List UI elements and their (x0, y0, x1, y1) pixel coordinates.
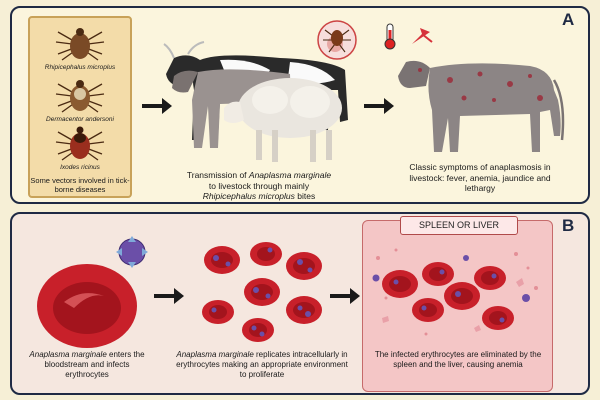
arrow-right-icon (364, 98, 394, 114)
transmission-prefix: Transmission of (186, 170, 249, 180)
panel-b-letter: B (562, 216, 575, 235)
arrow-right-icon (154, 288, 184, 304)
tick-label-2: Dermacentor andersoni (46, 116, 114, 123)
step2-text: replicates intracellularly in erythrocyt… (176, 350, 348, 379)
thermometer-icon (384, 23, 396, 50)
symptoms-caption: Classic symptoms of anaplasmosis in live… (409, 162, 551, 194)
spleen-liver-title: SPLEEN OR LIVER (400, 216, 518, 235)
transmission-suffix: bites (294, 191, 316, 202)
tick-ixodes-icon (55, 126, 105, 161)
transmission-line2: to livestock through mainly (208, 180, 310, 191)
step1-species: Anaplasma marginale (29, 350, 107, 359)
transmission-species: Anaplasma marginale (248, 170, 332, 180)
transmission-vector-species: Rhipicephalus microplus (202, 191, 295, 202)
tick-label-1: Rhipicephalus microplus (44, 64, 116, 71)
livestock-group-icon (163, 41, 348, 162)
tick-label-3: Ixodes ricinus (60, 164, 100, 171)
panel-a-letter: A (562, 10, 575, 29)
tick-magnifier-icon (317, 20, 357, 60)
transmission-caption: Transmission of Anaplasma marginale to l… (180, 170, 338, 202)
tick-rhipicephalus-icon (55, 28, 105, 61)
fly-icon (412, 28, 433, 44)
infected-erythrocytes-icon (202, 242, 322, 342)
step2-caption: Anaplasma marginale replicates intracell… (174, 350, 350, 380)
sick-cow-icon (398, 60, 565, 152)
arrow-right-icon (330, 288, 360, 304)
vectors-caption: Some vectors involved in tick-borne dise… (30, 176, 130, 195)
arrow-right-icon (142, 98, 172, 114)
eliminated-erythrocytes-icon (372, 248, 538, 336)
step3-caption: The infected erythrocytes are eliminated… (374, 350, 542, 369)
step1-caption: Anaplasma marginale enters the bloodstre… (22, 350, 152, 380)
tick-dermacentor-icon (55, 80, 105, 113)
step2-species: Anaplasma marginale (176, 350, 254, 359)
step1-text: enters the bloodstream and infects eryth… (44, 350, 145, 379)
erythrocyte-infection-icon (37, 236, 148, 348)
